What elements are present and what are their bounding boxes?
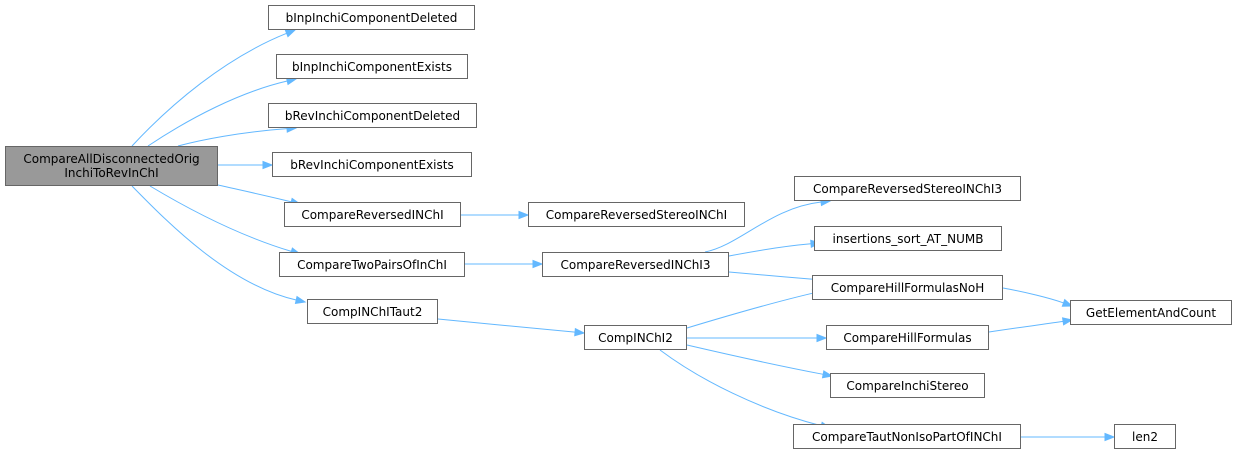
node-label: CompareReversedINChI [301, 207, 444, 222]
edge-hill-noh-to-get-element [1002, 287, 1074, 307]
edge-line [437, 318, 576, 333]
node-compare-two-pairs-of-inchi[interactable]: CompareTwoPairsOfInChI [279, 252, 465, 277]
node-compare-hill-formulas-noh[interactable]: CompareHillFormulasNoH [812, 275, 1003, 300]
edge-arrowhead [1061, 317, 1074, 326]
node-label: CompareReversedINChI3 [560, 257, 711, 272]
edge-arrowhead [294, 295, 307, 305]
edge-two-pairs-to-reversed3 [465, 259, 544, 269]
node-compare-reversed-inchi[interactable]: CompareReversedINChI [284, 202, 461, 227]
node-comp-inchi2[interactable]: CompINChI2 [584, 325, 687, 350]
edge-root-to-comp-taut2 [131, 185, 307, 305]
node-label: CompareReversedStereoINChI [545, 207, 728, 222]
edge-taut-non-iso-to-len2 [1021, 432, 1116, 442]
edge-line [686, 344, 824, 375]
edge-line [217, 184, 292, 203]
edge-reversed3-to-insertions [728, 239, 822, 257]
node-compare-inchi-stereo[interactable]: CompareInchiStereo [830, 373, 985, 398]
edge-arrowhead [284, 29, 297, 38]
node-label: CompareHillFormulas [843, 330, 972, 345]
edge-inchi2-to-hill [686, 333, 828, 343]
edge-inchi2-to-inchi-stereo [686, 344, 834, 379]
edge-arrowhead [816, 333, 828, 343]
node-compare-reversed-stereo-inchi[interactable]: CompareReversedStereoINChI [528, 202, 745, 227]
node-label: CompareInchiStereo [846, 378, 969, 393]
edge-arrowhead [574, 327, 586, 337]
node-brev-inchi-component-deleted[interactable]: bRevInchiComponentDeleted [268, 103, 477, 128]
node-label-line-2: InchiToRevInChI [64, 166, 159, 180]
node-label: bInpInchiComponentDeleted [285, 10, 458, 25]
edge-arrowhead [1104, 432, 1116, 442]
node-label: CompareTautNonIsoPartOfINChI [812, 429, 1002, 444]
edge-taut2-to-comp-inchi2 [437, 318, 586, 337]
edge-root-to-compare-two-pairs [149, 185, 302, 256]
node-insertions-sort-at-numb[interactable]: insertions_sort_AT_NUMB [814, 226, 1002, 251]
node-compare-all-disconnected-orig-inchi-to-rev-inchi[interactable]: CompareAllDisconnectedOrig InchiToRevInC… [5, 146, 218, 186]
node-label-line-1: CompareAllDisconnectedOrig [23, 152, 200, 166]
node-label: CompareHillFormulasNoH [830, 280, 985, 295]
edge-arrowhead [532, 259, 544, 269]
node-label: GetElementAndCount [1085, 305, 1217, 320]
edge-line [686, 292, 814, 329]
edge-line [988, 320, 1064, 333]
edge-line [1002, 287, 1064, 304]
node-binp-inchi-component-deleted[interactable]: bInpInchiComponentDeleted [268, 5, 475, 30]
node-label: len2 [1132, 429, 1158, 444]
node-comp-inchi-taut2[interactable]: CompINChITaut2 [307, 299, 438, 324]
node-brev-inchi-component-exists[interactable]: bRevInchiComponentExists [272, 152, 472, 177]
node-len2[interactable]: len2 [1114, 424, 1176, 449]
edge-hill-to-get-element [988, 317, 1074, 333]
edge-line [704, 201, 822, 253]
edge-inchi2-to-hill-noh [686, 289, 824, 329]
node-get-element-and-count[interactable]: GetElementAndCount [1070, 300, 1232, 325]
node-label: bRevInchiComponentExists [290, 157, 454, 172]
node-label: CompareTwoPairsOfInChI [297, 257, 447, 272]
edge-arrowhead [518, 210, 530, 220]
node-label: CompINChI2 [598, 330, 673, 345]
node-label: insertions_sort_AT_NUMB [832, 231, 984, 246]
edge-line [147, 80, 288, 147]
node-compare-reversed-inchi3[interactable]: CompareReversedINChI3 [542, 252, 729, 277]
node-label: bInpInchiComponentExists [292, 59, 452, 74]
edge-line [131, 185, 297, 301]
node-label: CompareReversedStereoINChI3 [812, 181, 1003, 196]
node-label: CompINChITaut2 [322, 304, 423, 319]
edge-line [728, 271, 814, 280]
node-binp-inchi-component-exists[interactable]: bInpInchiComponentExists [276, 54, 468, 79]
node-label: bRevInchiComponentDeleted [284, 108, 461, 123]
edge-line [659, 349, 822, 427]
edge-compare-reversed-to-stereo [461, 210, 530, 220]
edge-line [177, 128, 288, 147]
edge-arrowhead [262, 160, 274, 170]
edge-root-to-brev-deleted [177, 124, 298, 147]
edge-line [728, 243, 812, 257]
node-compare-reversed-stereo-inchi3[interactable]: CompareReversedStereoINChI3 [794, 176, 1021, 201]
node-compare-taut-non-iso-part-of-inchi[interactable]: CompareTautNonIsoPartOfINChI [793, 424, 1021, 449]
edge-root-to-binp-deleted [131, 29, 297, 147]
edge-arrowhead [1061, 298, 1074, 307]
edge-reversed3-to-hill-noh [728, 271, 824, 284]
edge-arrowhead [821, 370, 834, 379]
edge-inchi2-to-taut-non-iso [659, 349, 832, 430]
node-compare-hill-formulas[interactable]: CompareHillFormulas [826, 325, 989, 350]
edge-line [149, 185, 292, 252]
edge-root-to-brev-exists [218, 160, 274, 170]
edge-line [131, 32, 287, 147]
